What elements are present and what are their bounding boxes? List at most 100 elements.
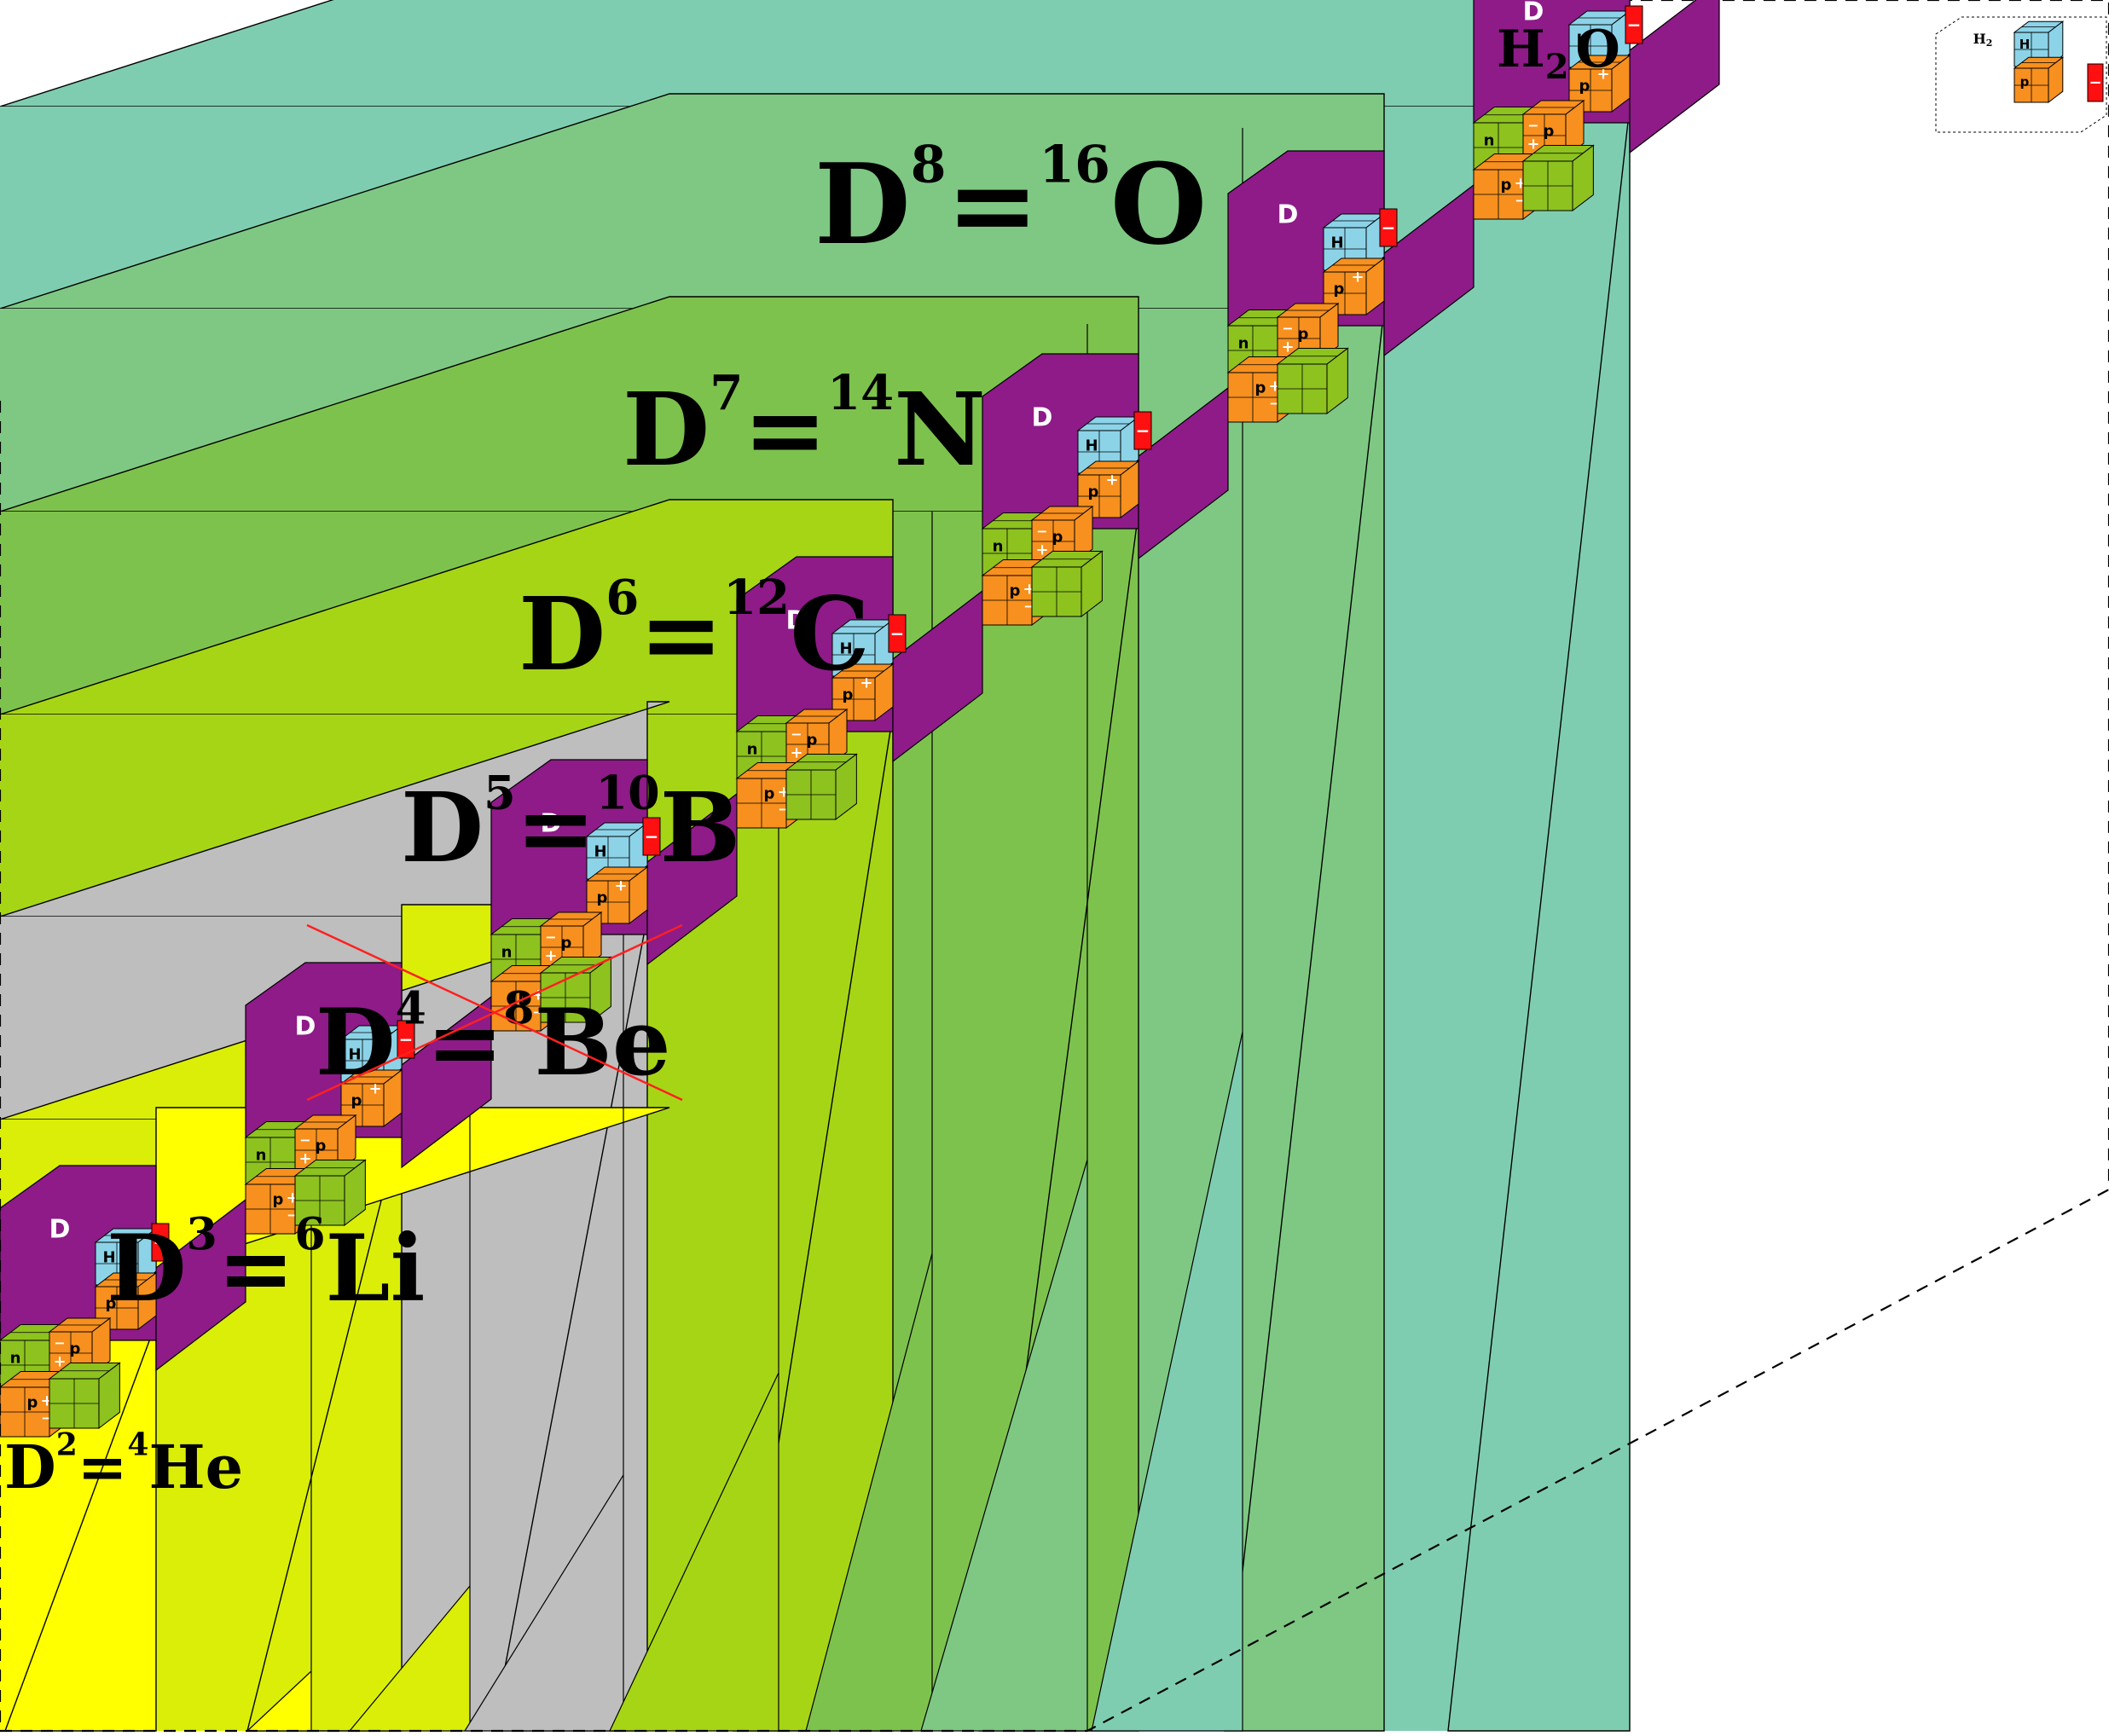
- water-dotted-outline: [1935, 16, 2107, 133]
- label-base: D: [4, 1432, 56, 1502]
- proton-plus-mid-1: +: [298, 1150, 311, 1168]
- label-equals: =: [426, 989, 504, 1097]
- proton-label-top-5: p: [1334, 281, 1345, 298]
- layer-label-n14: D7=14N: [623, 365, 986, 489]
- proton-minus-mid-3: −: [791, 726, 802, 743]
- label-mass-number: 10: [596, 765, 660, 819]
- proton-label-bottom-4: p: [1010, 582, 1021, 600]
- label-symbol: C: [790, 575, 870, 693]
- proton-plus-mid-4: +: [1035, 541, 1048, 559]
- proton-label-top-1: p: [351, 1092, 362, 1110]
- neutron-label-6: n: [1484, 132, 1495, 150]
- electron-0: [151, 1223, 170, 1262]
- label-exponent: 8: [911, 136, 947, 195]
- water-electron: [2087, 63, 2104, 102]
- deuteron-label-4: D: [1032, 403, 1053, 433]
- deuteron-label-5: D: [1278, 200, 1299, 230]
- electron-5: [1379, 208, 1398, 247]
- water-hydrogen-1-label: H: [2019, 37, 2031, 52]
- proton-label-mid-1: p: [316, 1137, 327, 1155]
- label-symbol: B: [660, 773, 741, 884]
- proton-plus-top-0: +: [123, 1283, 136, 1301]
- deuteron-label-6: D: [1523, 0, 1544, 27]
- proton-cube-mid-1: [293, 1114, 357, 1173]
- proton-plus-top-6: +: [1596, 66, 1609, 84]
- electron-4: [1133, 411, 1152, 450]
- neutron-label-1: n: [256, 1147, 267, 1165]
- step-6: D−Hp+np−+p+−: [1472, 0, 1720, 221]
- layer-side-n14: [1224, 308, 1385, 1732]
- proton-minus-mid-5: −: [1282, 321, 1293, 337]
- proton-label-mid-0: p: [70, 1340, 81, 1358]
- proton-minus-mid-2: −: [545, 929, 556, 946]
- proton-plus-mid-5: +: [1281, 339, 1294, 356]
- electron-sign-3: −: [890, 623, 905, 644]
- proton-minus-mid-6: −: [1527, 118, 1538, 134]
- proton-label-top-3: p: [843, 686, 854, 704]
- proton-plus-mid-3: +: [790, 744, 802, 762]
- neutron-label-3: n: [747, 741, 758, 759]
- proton-label-mid-3: p: [807, 732, 818, 749]
- electron-sign-4: −: [1136, 420, 1150, 441]
- neutron-cube-back-2: [539, 956, 612, 1024]
- label-exponent: 4: [396, 983, 426, 1035]
- proton-plus-top-2: +: [614, 877, 627, 895]
- hydrogen-label-2: H: [594, 843, 606, 861]
- proton-label-top-2: p: [597, 889, 608, 907]
- label-base: D: [623, 370, 710, 489]
- proton-minus-mid-0: −: [54, 1335, 65, 1351]
- label-symbol: Be: [535, 989, 671, 1097]
- proton-cube-mid-5: [1276, 302, 1340, 362]
- water-electron-sign: −: [2089, 74, 2101, 92]
- label-mass-number: 16: [1039, 136, 1110, 195]
- deuteron-side-1: [401, 995, 492, 1169]
- label-base: D: [316, 989, 396, 1097]
- step-3: D−Hp+np−+p+−: [735, 556, 983, 830]
- neutron-label-2: n: [501, 944, 513, 962]
- neutron-cube-back-5: [1276, 347, 1349, 415]
- hydrogen-label-3: H: [839, 640, 852, 658]
- deuteron-side-3: [892, 589, 983, 763]
- label-base: D: [401, 773, 484, 884]
- label-exponent: 6: [605, 570, 639, 626]
- layer-labels: D8=16OD7=14ND6=12CD5=10BD4=8BeD3=6LiD2=4…: [4, 136, 1207, 1503]
- step-2: D−Hp+np−+p+−: [490, 759, 738, 1033]
- deuteron-label-1: D: [295, 1012, 316, 1042]
- water-unit: H2 Hp −: [1935, 16, 2107, 133]
- small-h2-label: H2: [1973, 31, 1993, 49]
- proton-cube-top-2: [585, 865, 649, 925]
- proton-label-top-4: p: [1088, 483, 1099, 501]
- label-mass-number: 4: [127, 1427, 148, 1463]
- hydrogen-label-0: H: [102, 1249, 115, 1267]
- neutron-label-0: n: [10, 1350, 21, 1368]
- proton-label-bottom-0: p: [27, 1394, 38, 1412]
- proton-plus-mid-2: +: [544, 947, 557, 965]
- layer-label-be8: D4=8Be: [316, 983, 671, 1097]
- layer-label-c12: D6=12C: [519, 570, 870, 693]
- label-symbol: N: [894, 370, 986, 489]
- label-equals: =: [639, 575, 723, 693]
- neutron-cube-back-0: [48, 1362, 121, 1430]
- label-base: D: [814, 139, 911, 269]
- hydrogen-label-4: H: [1085, 437, 1098, 455]
- label-equals: =: [743, 370, 827, 489]
- proton-label-bottom-3: p: [764, 785, 775, 803]
- proton-label-top-0: p: [106, 1295, 117, 1313]
- label-mass-number: 8: [503, 983, 534, 1035]
- step-1: D−Hp+np−+p+−: [244, 962, 492, 1235]
- proton-cube-top-5: [1322, 257, 1386, 316]
- layer-label-o16: D8=16O: [814, 136, 1207, 270]
- proton-label-mid-4: p: [1052, 529, 1063, 547]
- electron-sign-5: −: [1382, 217, 1396, 238]
- electron-2: [642, 817, 661, 856]
- label-exponent: 2: [56, 1427, 78, 1463]
- label-exponent: 3: [187, 1209, 217, 1261]
- deuteron-side-2: [646, 792, 738, 966]
- deuteron-side-6: [1629, 0, 1720, 154]
- label-equals: =: [217, 1215, 295, 1322]
- proton-label-bottom-5: p: [1255, 379, 1266, 397]
- label-mass-number: 6: [294, 1209, 325, 1261]
- water-proton-1-label: p: [2020, 74, 2030, 90]
- deuteron-staircase: D−Hp+np−+p+−D−Hp+np−+p+−D−Hp+np−+p+−D−Hp…: [0, 0, 1720, 1438]
